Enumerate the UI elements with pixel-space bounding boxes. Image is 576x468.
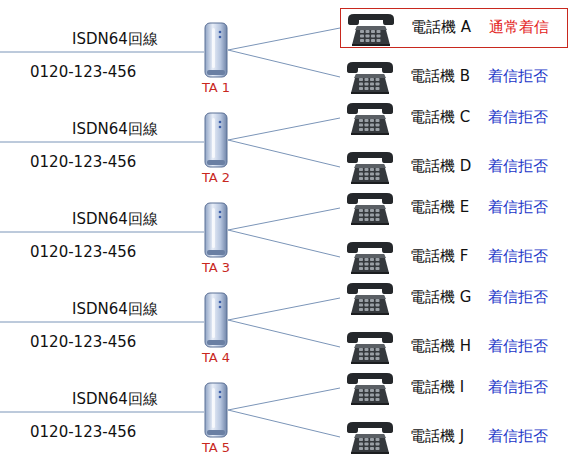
phone-name: 電話機 J bbox=[410, 427, 464, 446]
phone-icon bbox=[344, 149, 396, 185]
line-type-label: ISDN64回線 bbox=[72, 300, 158, 319]
connector-wire bbox=[228, 230, 340, 257]
phone-number-label: 0120-123-456 bbox=[30, 243, 136, 261]
phone-number-label: 0120-123-456 bbox=[30, 153, 136, 171]
telephone: 電話機 B 着信拒否 bbox=[340, 57, 568, 97]
call-status: 着信拒否 bbox=[488, 108, 548, 127]
call-status: 着信拒否 bbox=[488, 378, 548, 397]
call-status: 着信拒否 bbox=[488, 247, 548, 266]
phone-icon bbox=[344, 280, 396, 316]
call-status: 着信拒否 bbox=[488, 288, 548, 307]
phone-name: 電話機 F bbox=[410, 247, 468, 266]
isdn-line bbox=[0, 142, 204, 143]
phone-name: 電話機 I bbox=[410, 378, 464, 397]
telephone: 電話機 I 着信拒否 bbox=[340, 368, 568, 408]
isdn-line bbox=[0, 412, 204, 413]
phone-name: 電話機 A bbox=[411, 18, 471, 37]
terminal-adapter: TA 2 bbox=[204, 112, 228, 168]
phone-number-label: 0120-123-456 bbox=[30, 333, 136, 351]
phone-name: 電話機 B bbox=[410, 67, 470, 86]
connector-wire bbox=[228, 320, 340, 347]
device-label: TA 4 bbox=[190, 350, 242, 365]
phone-icon bbox=[344, 190, 396, 226]
ta-device bbox=[204, 22, 228, 78]
phone-name: 電話機 H bbox=[410, 337, 471, 356]
phone-icon bbox=[344, 370, 396, 406]
device-label: TA 5 bbox=[190, 440, 242, 455]
terminal-adapter: TA 4 bbox=[204, 292, 228, 348]
connector-wire bbox=[228, 28, 340, 50]
connector-wire bbox=[228, 118, 340, 140]
telephone: 電話機 H 着信拒否 bbox=[340, 327, 568, 367]
terminal-adapter: TA 5 bbox=[204, 382, 228, 438]
connector-wire bbox=[228, 410, 340, 437]
call-status: 着信拒否 bbox=[488, 157, 548, 176]
telephone: 電話機 D 着信拒否 bbox=[340, 147, 568, 187]
telephone: 電話機 G 着信拒否 bbox=[340, 278, 568, 318]
phone-number-label: 0120-123-456 bbox=[30, 63, 136, 81]
terminal-adapter: TA 1 bbox=[204, 22, 228, 78]
phone-icon bbox=[344, 239, 396, 275]
phone-number-label: 0120-123-456 bbox=[30, 423, 136, 441]
telephone: 電話機 J 着信拒否 bbox=[340, 417, 568, 457]
call-status: 着信拒否 bbox=[488, 67, 548, 86]
device-label: TA 3 bbox=[190, 260, 242, 275]
line-type-label: ISDN64回線 bbox=[72, 390, 158, 409]
call-status: 着信拒否 bbox=[488, 198, 548, 217]
isdn-line bbox=[0, 52, 204, 53]
connector-wire bbox=[228, 298, 340, 320]
call-status: 着信拒否 bbox=[488, 427, 548, 446]
terminal-adapter: TA 3 bbox=[204, 202, 228, 258]
ta-device bbox=[204, 382, 228, 438]
device-label: TA 1 bbox=[190, 80, 242, 95]
ta-device bbox=[204, 202, 228, 258]
phone-icon bbox=[344, 419, 396, 455]
phone-icon bbox=[344, 100, 396, 136]
line-type-label: ISDN64回線 bbox=[72, 210, 158, 229]
phone-name: 電話機 E bbox=[410, 198, 469, 217]
ta-device bbox=[204, 112, 228, 168]
telephone: 電話機 A 通常着信 bbox=[340, 8, 568, 48]
connector-wire bbox=[228, 50, 340, 77]
line-type-label: ISDN64回線 bbox=[72, 30, 158, 49]
device-label: TA 2 bbox=[190, 170, 242, 185]
telephone: 電話機 C 着信拒否 bbox=[340, 98, 568, 138]
telephone: 電話機 F 着信拒否 bbox=[340, 237, 568, 277]
phone-name: 電話機 C bbox=[410, 108, 470, 127]
connector-wire bbox=[228, 208, 340, 230]
isdn-line bbox=[0, 232, 204, 233]
isdn-line bbox=[0, 322, 204, 323]
ta-device bbox=[204, 292, 228, 348]
phone-name: 電話機 G bbox=[410, 288, 471, 307]
call-status: 着信拒否 bbox=[488, 337, 548, 356]
phone-name: 電話機 D bbox=[410, 157, 471, 176]
telephone: 電話機 E 着信拒否 bbox=[340, 188, 568, 228]
phone-icon bbox=[344, 59, 396, 95]
phone-icon bbox=[345, 11, 397, 47]
connector-wire bbox=[228, 140, 340, 167]
line-type-label: ISDN64回線 bbox=[72, 120, 158, 139]
phone-icon bbox=[344, 329, 396, 365]
call-status: 通常着信 bbox=[489, 18, 549, 37]
connector-wire bbox=[228, 388, 340, 410]
